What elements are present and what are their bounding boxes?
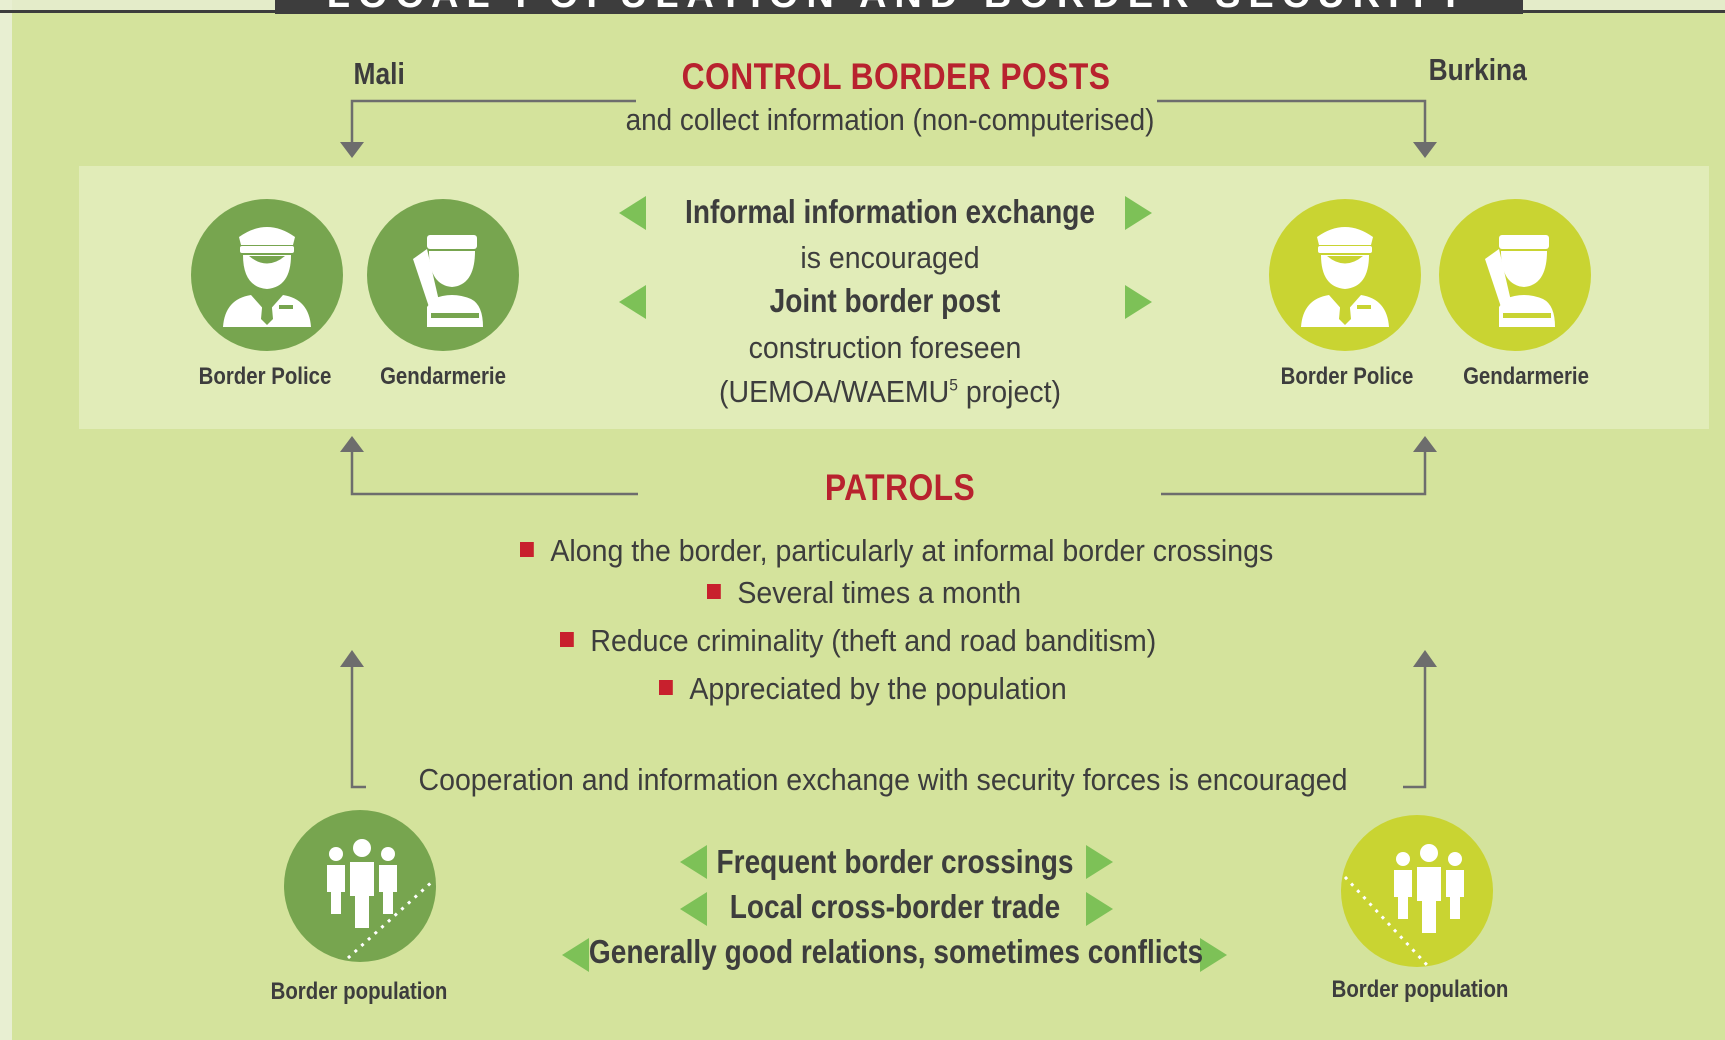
joint-post-text: construction foreseen bbox=[748, 330, 1022, 365]
joint-post-project: (UEMOA/WAEMU5 project) bbox=[719, 374, 1061, 410]
page-title: LOCAL POPULATION AND BORDER SECURITY bbox=[275, 0, 1523, 14]
connector-arrow-icon bbox=[350, 665, 366, 789]
arrowhead-down-icon bbox=[340, 142, 364, 158]
connector-arrow-icon bbox=[1157, 99, 1427, 143]
border-population-circle-right bbox=[1341, 815, 1493, 967]
gendarmerie-label-right: Gendarmerie bbox=[1463, 363, 1589, 390]
cooperation-text: Cooperation and information exchange wit… bbox=[418, 762, 1348, 797]
border-population-label-right: Border population bbox=[1331, 976, 1509, 1003]
triangle-right-icon bbox=[1086, 892, 1113, 926]
arrowhead-up-icon bbox=[340, 650, 364, 667]
border-posts-subtext: and collect information (non-computerise… bbox=[625, 102, 1155, 137]
triangle-left-icon bbox=[562, 938, 589, 972]
patrols-heading: PATROLS bbox=[824, 467, 976, 508]
border-population-circle-left bbox=[284, 810, 436, 962]
triangle-left-icon bbox=[619, 196, 646, 230]
border-police-circle-right bbox=[1269, 199, 1421, 351]
border-dotted-line-icon bbox=[346, 878, 436, 960]
joint-post-heading: Joint border post bbox=[769, 282, 1001, 319]
gendarmerie-circle-left bbox=[367, 199, 519, 351]
project-name: (UEMOA/WAEMU bbox=[718, 374, 950, 409]
connector-arrow-icon bbox=[1161, 450, 1427, 496]
triangle-left-icon bbox=[680, 892, 707, 926]
bullet-icon bbox=[520, 542, 534, 558]
arrowhead-up-icon bbox=[340, 436, 364, 452]
bullet-icon bbox=[560, 632, 574, 648]
top-rule-left bbox=[0, 10, 275, 13]
page-frame bbox=[0, 0, 12, 1040]
security-forces-box bbox=[79, 166, 1709, 429]
title-bar: LOCAL POPULATION AND BORDER SECURITY bbox=[275, 0, 1523, 14]
border-population-label-left: Border population bbox=[270, 978, 448, 1005]
border-police-label-right: Border Police bbox=[1280, 363, 1414, 390]
relation-item: Local cross-border trade bbox=[729, 888, 1061, 925]
country-label-left: Mali bbox=[353, 56, 405, 91]
triangle-left-icon bbox=[619, 285, 646, 319]
info-exchange-text: is encouraged bbox=[800, 240, 980, 275]
triangle-right-icon bbox=[1125, 196, 1152, 230]
arrowhead-down-icon bbox=[1413, 142, 1437, 158]
country-label-right: Burkina bbox=[1428, 52, 1527, 87]
saluting-gendarme-icon bbox=[413, 235, 483, 327]
people-group-icon bbox=[327, 839, 436, 960]
people-group-icon bbox=[1343, 844, 1464, 967]
patrol-item: Reduce criminality (theft and road bandi… bbox=[560, 623, 1156, 659]
police-officer-icon bbox=[223, 227, 311, 327]
arrowhead-up-icon bbox=[1413, 436, 1437, 452]
connector-arrow-icon bbox=[350, 450, 638, 496]
project-suffix: project) bbox=[957, 374, 1062, 409]
triangle-right-icon bbox=[1200, 938, 1227, 972]
triangle-right-icon bbox=[1086, 845, 1113, 879]
relation-item: Generally good relations, sometimes conf… bbox=[588, 933, 1204, 970]
info-exchange-heading: Informal information exchange bbox=[685, 193, 1095, 230]
police-officer-icon bbox=[1301, 227, 1389, 327]
patrol-item: Along the border, particularly at inform… bbox=[520, 533, 1273, 569]
connector-arrow-icon bbox=[1403, 665, 1427, 789]
patrol-item: Several times a month bbox=[707, 575, 1021, 611]
patrol-item: Appreciated by the population bbox=[659, 671, 1067, 707]
gendarmerie-circle-right bbox=[1439, 199, 1591, 351]
saluting-gendarme-icon bbox=[1485, 235, 1555, 327]
border-posts-heading: CONTROL BORDER POSTS bbox=[681, 56, 1111, 97]
footnote-marker: 5 bbox=[949, 375, 958, 395]
relation-item: Frequent border crossings bbox=[716, 843, 1074, 880]
bullet-icon bbox=[659, 680, 673, 696]
border-police-circle-left bbox=[191, 199, 343, 351]
top-rule-right bbox=[1523, 10, 1725, 13]
connector-arrow-icon bbox=[350, 99, 636, 143]
triangle-right-icon bbox=[1125, 285, 1152, 319]
border-police-label-left: Border Police bbox=[198, 363, 332, 390]
gendarmerie-label-left: Gendarmerie bbox=[380, 363, 506, 390]
triangle-left-icon bbox=[680, 845, 707, 879]
bullet-icon bbox=[707, 584, 721, 600]
border-dotted-line-icon bbox=[1343, 875, 1429, 967]
arrowhead-up-icon bbox=[1413, 650, 1437, 667]
